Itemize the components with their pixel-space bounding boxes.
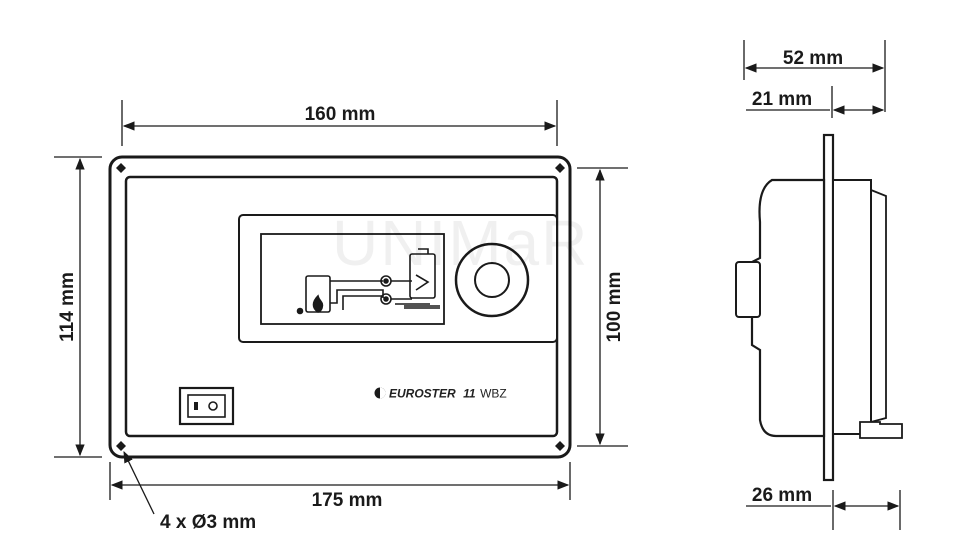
watermark: UNIMaR: [332, 207, 589, 279]
brand-logo: EUROSTER 11 WBZ: [374, 385, 507, 402]
svg-text:EUROSTER 11 WB: EUROSTER 11 WBZ: [389, 385, 507, 402]
dim-100: [577, 167, 628, 447]
dim-21: [746, 86, 885, 118]
dim-114-label: 114 mm: [57, 272, 78, 342]
screw-hole-bottom-right: [555, 441, 565, 451]
boiler-dot: [296, 307, 304, 315]
dim-175: [109, 462, 571, 500]
side-rear-housing: [832, 179, 872, 435]
side-flange: [822, 133, 835, 482]
dim-26: [746, 490, 901, 530]
dim-160-label: 160 mm: [305, 104, 376, 125]
pump-ch-center: [383, 278, 389, 284]
brand-name: EUROSTER: [389, 387, 456, 401]
holes-leader: [123, 450, 155, 515]
side-body: [750, 178, 826, 438]
dim-160: [121, 100, 558, 146]
screw-hole-top-left: [116, 163, 126, 173]
dim-52-label: 52 mm: [783, 48, 843, 69]
lcd-window: [260, 233, 445, 325]
dim-52: [743, 40, 886, 112]
brand-model-suffix: WBZ: [480, 387, 507, 401]
side-view: [735, 40, 903, 530]
dim-26-label: 26 mm: [752, 485, 812, 506]
tank-top: [418, 248, 429, 254]
side-knob: [735, 261, 761, 318]
dim-175-label: 175 mm: [312, 490, 383, 511]
lcd-schematic: [296, 248, 440, 315]
hot-water-tank-icon: [409, 253, 436, 299]
tank-coil: [415, 274, 430, 291]
control-knob-center: [474, 262, 510, 298]
power-switch-off-mark: [194, 402, 198, 410]
flame-icon: [312, 294, 324, 313]
power-switch-inner: [187, 394, 226, 418]
dim-100-label: 100 mm: [604, 272, 625, 343]
pump-dhw-center: [383, 296, 389, 302]
tank-floor: [404, 305, 440, 309]
side-rear-connector: [859, 421, 903, 439]
screw-hole-top-right: [555, 163, 565, 173]
boiler-pipes: [330, 280, 384, 310]
tank-pipes: [391, 280, 430, 305]
screw-holes: [116, 163, 565, 451]
holes-label: 4 x Ø3 mm: [160, 512, 256, 533]
screw-hole-bottom-left: [116, 441, 126, 451]
front-view: EUROSTER 11 WBZ UNIMaR 160 mm 175 mm 11: [54, 100, 628, 533]
dim-114: [54, 156, 102, 458]
side-rear-edge: [870, 189, 887, 423]
power-switch-on-mark: [208, 401, 218, 411]
brand-model-number: 11: [463, 387, 476, 401]
dim-21-label: 21 mm: [752, 89, 812, 110]
